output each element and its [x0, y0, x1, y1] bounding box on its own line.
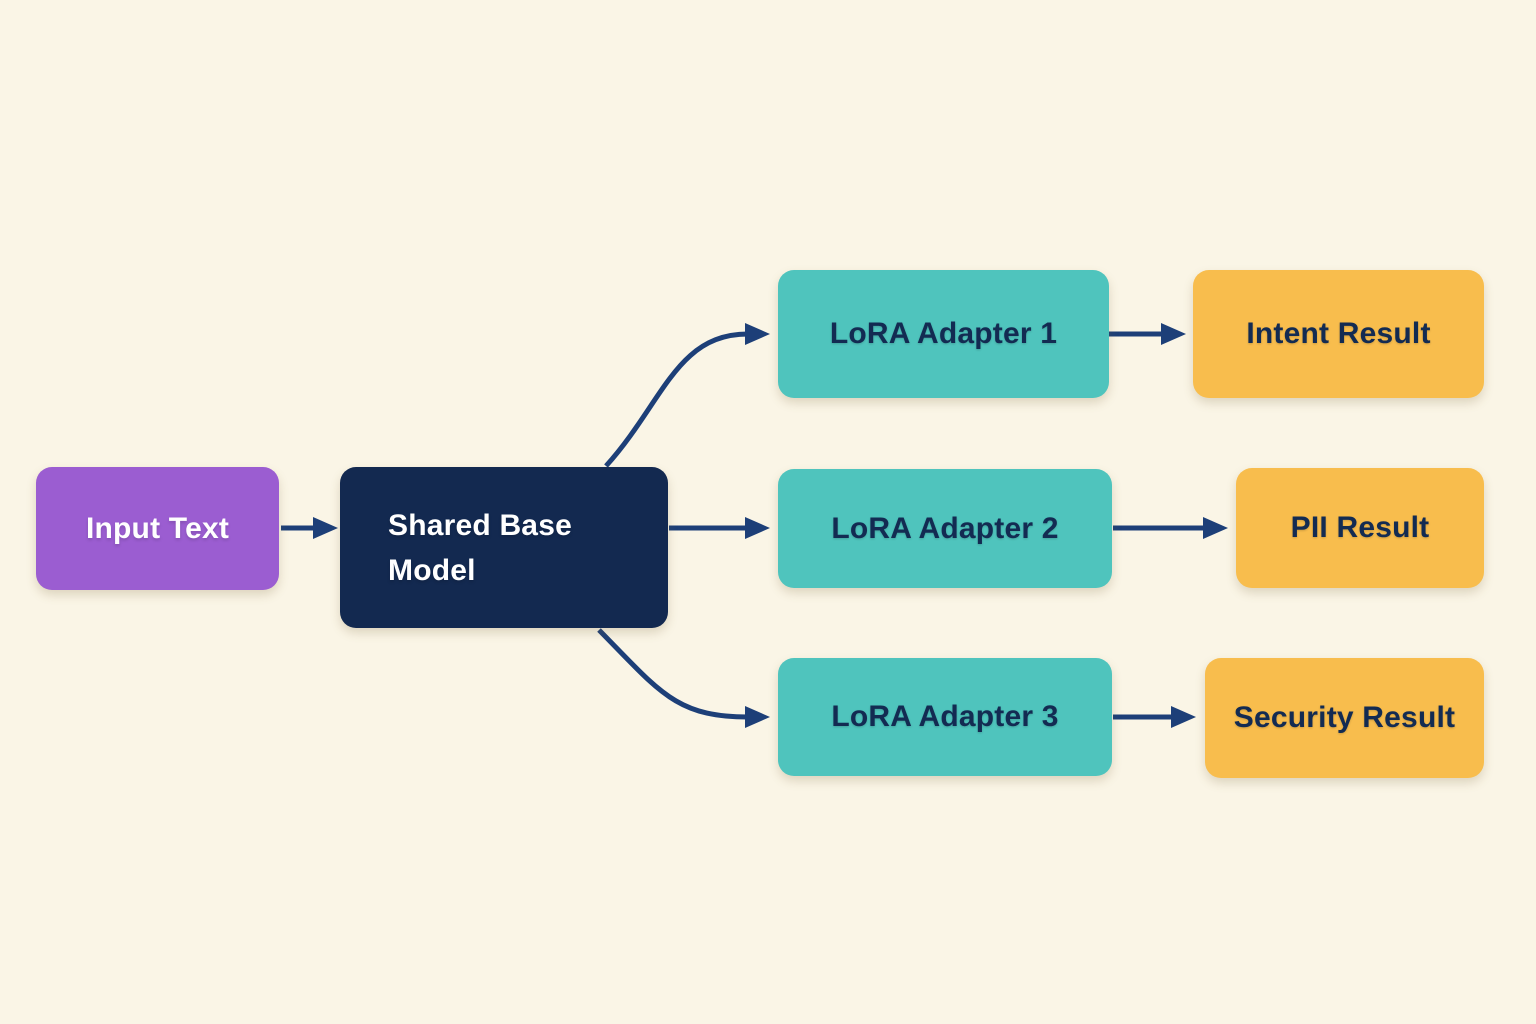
node-lora-adapter-1-label: LoRA Adapter 1 — [829, 317, 1058, 350]
node-lora-adapter-2-label: LoRA Adapter 2 — [831, 511, 1059, 545]
node-lora-adapter-3: LoRA Adapter 3 — [778, 658, 1112, 776]
node-intent-result-label: Intent Result — [1246, 317, 1431, 350]
node-lora-adapter-1: LoRA Adapter 1 — [778, 270, 1109, 398]
node-pii-result: PII Result — [1236, 468, 1484, 588]
node-pii-result-label: PII Result — [1290, 511, 1430, 544]
node-input-text: Input Text — [36, 467, 279, 590]
node-shared-base-model-label: Shared Base Model — [388, 508, 572, 587]
node-shared-base-model: Shared Base Model — [340, 467, 668, 628]
edge-base-to-lora1 — [604, 323, 770, 468]
node-intent-result: Intent Result — [1193, 270, 1484, 398]
node-input-text-label: Input Text — [85, 511, 230, 545]
node-lora-adapter-3-label: LoRA Adapter 3 — [831, 700, 1059, 733]
node-security-result: Security Result — [1205, 658, 1484, 778]
node-security-result-label: Security Result — [1233, 701, 1456, 734]
edge-base-to-lora3 — [597, 628, 770, 728]
node-lora-adapter-2: LoRA Adapter 2 — [778, 469, 1112, 588]
